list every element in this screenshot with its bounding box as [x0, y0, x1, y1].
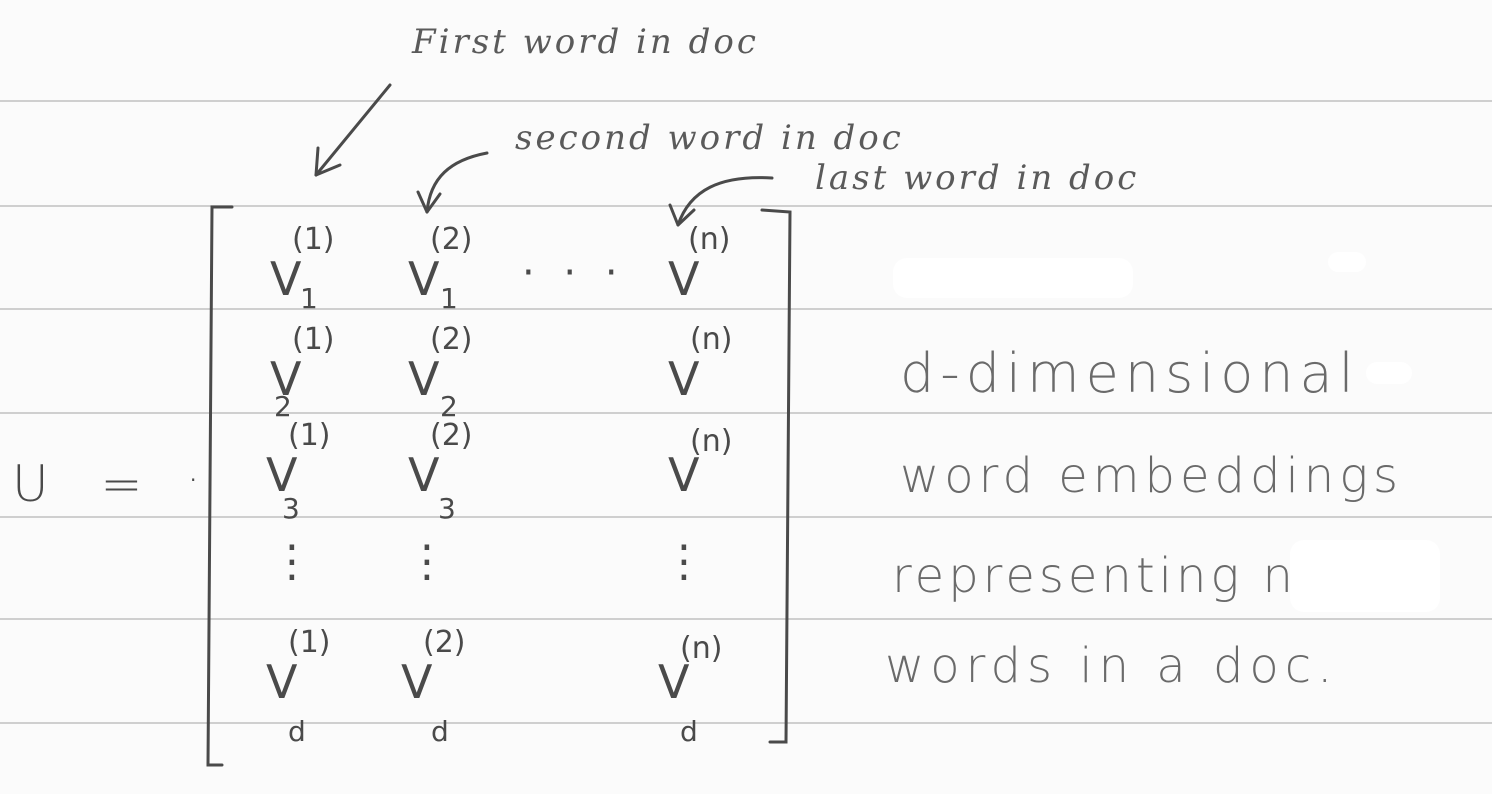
- entry-superscript: (n): [688, 222, 731, 257]
- matrix-entry-r1-c1: (1) V 1: [262, 222, 372, 322]
- matrix-entry-r1-cn: (n) V: [660, 222, 770, 322]
- correction-blot: [1290, 540, 1440, 612]
- entry-superscript: (2): [430, 418, 473, 453]
- matrix-entry-r2-c2: (2) V 2: [400, 322, 510, 423]
- entry-superscript: (2): [423, 625, 466, 660]
- entry-superscript: (n): [680, 631, 723, 666]
- entry-subscript: d: [288, 715, 306, 748]
- matrix-entry-rd-cn: (n) V d: [650, 625, 760, 748]
- description-line-1: d-dimensional: [900, 342, 1360, 405]
- arrow-last-column: [676, 176, 774, 227]
- arrow-first-column-head: [314, 146, 342, 177]
- entry-subscript: 3: [438, 492, 456, 525]
- entry-base: V: [266, 655, 298, 709]
- stray-dot: ·: [190, 468, 197, 492]
- entry-base: V: [668, 252, 700, 306]
- entry-base: V: [270, 352, 302, 406]
- entry-superscript: (1): [288, 418, 331, 453]
- entry-superscript: (2): [430, 322, 473, 357]
- matrix-entry-r3-cn: (n) V: [660, 418, 770, 518]
- matrix-entry-r3-c2: (2) V 3: [400, 418, 510, 525]
- entry-subscript: 2: [274, 390, 292, 423]
- entry-subscript: d: [680, 715, 698, 748]
- matrix-entry-rd-c1: (1) V d: [258, 625, 368, 748]
- entry-subscript: 3: [282, 492, 300, 525]
- entry-base: V: [408, 352, 440, 406]
- ruled-line: [0, 722, 1492, 724]
- description-line-2: word embeddings: [900, 448, 1404, 504]
- row-ellipsis: · · ·: [522, 250, 626, 296]
- entry-base: V: [408, 252, 440, 306]
- entry-superscript: (1): [292, 222, 335, 257]
- ruled-line: [0, 516, 1492, 518]
- arrow-second-column: [425, 151, 489, 214]
- ruled-line: [0, 412, 1492, 414]
- matrix-entry-r1-c2: (2) V 1: [400, 222, 510, 322]
- entry-superscript: (2): [430, 222, 473, 257]
- description-line-4: words in a doc.: [885, 638, 1339, 694]
- right-bracket: [760, 208, 792, 744]
- matrix-name: U =: [12, 455, 161, 513]
- entry-subscript: 1: [440, 282, 458, 315]
- arrow-first-column: [314, 83, 392, 177]
- entry-base: V: [266, 448, 298, 502]
- matrix-entry-r2-c1: (1) V 2: [262, 322, 372, 423]
- annotation-first-word: First word in doc: [412, 22, 759, 62]
- ruled-line: [0, 205, 1492, 207]
- column-ellipsis-c1: ⋮: [270, 536, 314, 587]
- correction-blot: [893, 258, 1133, 298]
- entry-base: V: [408, 448, 440, 502]
- entry-subscript: d: [431, 715, 449, 748]
- entry-superscript: (1): [288, 625, 331, 660]
- arrow-second-column-head: [416, 190, 442, 214]
- entry-base: V: [668, 352, 700, 406]
- arrow-last-column-head: [668, 203, 696, 227]
- matrix-entry-rd-c2: (2) V d: [393, 625, 503, 748]
- entry-subscript: 1: [300, 282, 318, 315]
- ruled-line: [0, 618, 1492, 620]
- matrix-entry-r3-c1: (1) V 3: [258, 418, 368, 525]
- entry-superscript: (n): [690, 322, 733, 357]
- ruled-line: [0, 100, 1492, 102]
- entry-base: V: [270, 252, 302, 306]
- matrix-entry-r2-cn: (n) V: [660, 322, 770, 422]
- annotation-last-word: last word in doc: [815, 158, 1140, 198]
- description-line-3: representing n: [892, 548, 1297, 604]
- entry-base: V: [401, 655, 433, 709]
- entry-superscript: (n): [690, 424, 733, 459]
- entry-subscript: 2: [440, 390, 458, 423]
- correction-blot: [1366, 362, 1412, 384]
- entry-base: V: [658, 655, 690, 709]
- column-ellipsis-c2: ⋮: [405, 536, 449, 587]
- ruled-line: [0, 308, 1492, 310]
- left-bracket: [206, 205, 234, 767]
- entry-base: V: [668, 448, 700, 502]
- column-ellipsis-cn: ⋮: [662, 536, 706, 587]
- annotation-second-word: second word in doc: [515, 118, 904, 158]
- entry-superscript: (1): [292, 322, 335, 357]
- correction-blot: [1328, 252, 1366, 272]
